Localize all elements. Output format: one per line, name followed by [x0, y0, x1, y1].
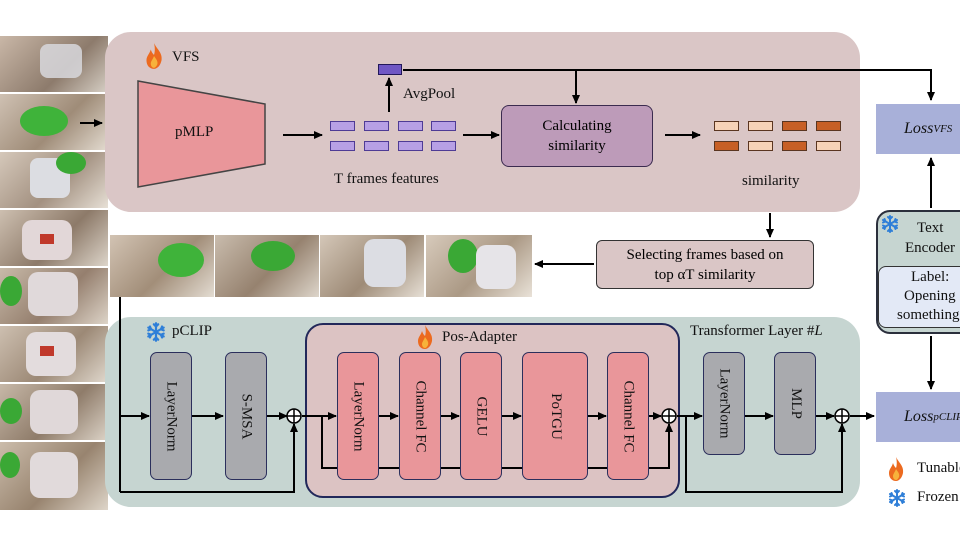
- text-encoder-line-1: Text: [917, 220, 944, 236]
- frame-feature: [364, 141, 389, 151]
- adapter-layernorm-label: LayerNorm: [350, 381, 367, 451]
- video-frame: [0, 442, 108, 510]
- video-frame: [0, 326, 108, 382]
- similarity-cell: [714, 141, 739, 151]
- video-frame: [0, 210, 108, 266]
- similarity-cell: [748, 141, 773, 151]
- frame-feature: [431, 121, 456, 131]
- select-line-1: Selecting frames based on: [626, 246, 784, 263]
- channel-fc-2-block: Channel FC: [607, 352, 649, 480]
- pclip-title: pCLIP: [172, 323, 213, 339]
- label-box: [878, 266, 960, 328]
- similarity-cell: [714, 121, 739, 131]
- similarity-cell: [816, 141, 841, 151]
- selected-frame: [320, 235, 424, 297]
- smsa-block: S-MSA: [225, 352, 267, 480]
- flame-icon: [143, 42, 165, 70]
- pmlp-block: [137, 80, 266, 188]
- similarity-cell: [782, 121, 807, 131]
- video-frame: [0, 152, 108, 208]
- transformer-layer-title: Transformer Layer #L: [690, 323, 823, 340]
- label-line-3: something: [897, 307, 960, 323]
- layernorm-label: LayerNorm: [163, 381, 180, 451]
- potgu-label: PoTGU: [547, 392, 564, 440]
- video-frame: [0, 384, 108, 440]
- pooled-feature: [378, 64, 402, 75]
- snowflake-icon: [145, 321, 167, 343]
- avgpool-label: AvgPool: [403, 86, 456, 102]
- transformer-layer-label: Transformer Layer #: [690, 323, 815, 339]
- layernorm-2-block: LayerNorm: [703, 352, 745, 455]
- channel-fc-2-label: Channel FC: [620, 379, 637, 453]
- calc-line-2: similarity: [548, 138, 606, 154]
- frame-feature: [431, 141, 456, 151]
- frame-feature: [398, 141, 423, 151]
- layer-index-var: L: [814, 323, 823, 339]
- selected-frame: [426, 235, 532, 297]
- loss-vfs-subscript: VFS: [933, 123, 953, 135]
- potgu-block: PoTGU: [522, 352, 588, 480]
- loss-pclip-label: Loss: [904, 408, 934, 425]
- channel-fc-1-block: Channel FC: [399, 352, 441, 480]
- flame-icon: [415, 324, 435, 350]
- snowflake-icon: [887, 488, 907, 508]
- calculating-similarity-block: Calculating similarity: [501, 105, 653, 167]
- gelu-block: GELU: [460, 352, 502, 480]
- similarity-cell: [748, 121, 773, 131]
- smsa-label: S-MSA: [238, 393, 255, 439]
- pmlp-label: pMLP: [175, 124, 214, 140]
- vfs-title: VFS: [172, 49, 200, 65]
- frame-feature: [364, 121, 389, 131]
- selected-frame: [215, 235, 319, 297]
- gelu-label: GELU: [473, 396, 490, 436]
- legend-tunable: Tunable: [917, 460, 960, 476]
- similarity-cell: [816, 121, 841, 131]
- snowflake-icon: [880, 214, 900, 234]
- channel-fc-1-label: Channel FC: [412, 379, 429, 453]
- calc-line-1: Calculating: [542, 118, 612, 134]
- similarity-caption: similarity: [742, 173, 800, 189]
- adapter-layernorm-block: LayerNorm: [337, 352, 379, 480]
- mlp-label: MLP: [787, 388, 804, 419]
- label-line-1: Label:: [911, 269, 950, 285]
- text-encoder-line-2: Encoder: [905, 240, 955, 256]
- select-line-2: top αT similarity: [654, 266, 756, 283]
- loss-pclip-subscript: pCLIP: [933, 411, 960, 423]
- features-caption: T frames features: [334, 171, 439, 187]
- frame-feature: [330, 121, 355, 131]
- loss-vfs-label: Loss: [904, 120, 934, 137]
- flame-icon: [886, 456, 906, 482]
- video-frame: [0, 36, 108, 92]
- frame-feature: [398, 121, 423, 131]
- label-line-2: Opening: [904, 288, 956, 304]
- mlp-block: MLP: [774, 352, 816, 455]
- legend-frozen: Frozen: [917, 489, 959, 505]
- frame-feature: [330, 141, 355, 151]
- layernorm-2-label: LayerNorm: [716, 368, 733, 439]
- similarity-cell: [782, 141, 807, 151]
- layernorm-block: LayerNorm: [150, 352, 192, 480]
- pos-adapter-title: Pos-Adapter: [442, 329, 517, 345]
- frame-selection-block: Selecting frames based on top αT similar…: [596, 240, 814, 289]
- video-frame: [0, 268, 108, 324]
- selected-frame: [110, 235, 214, 297]
